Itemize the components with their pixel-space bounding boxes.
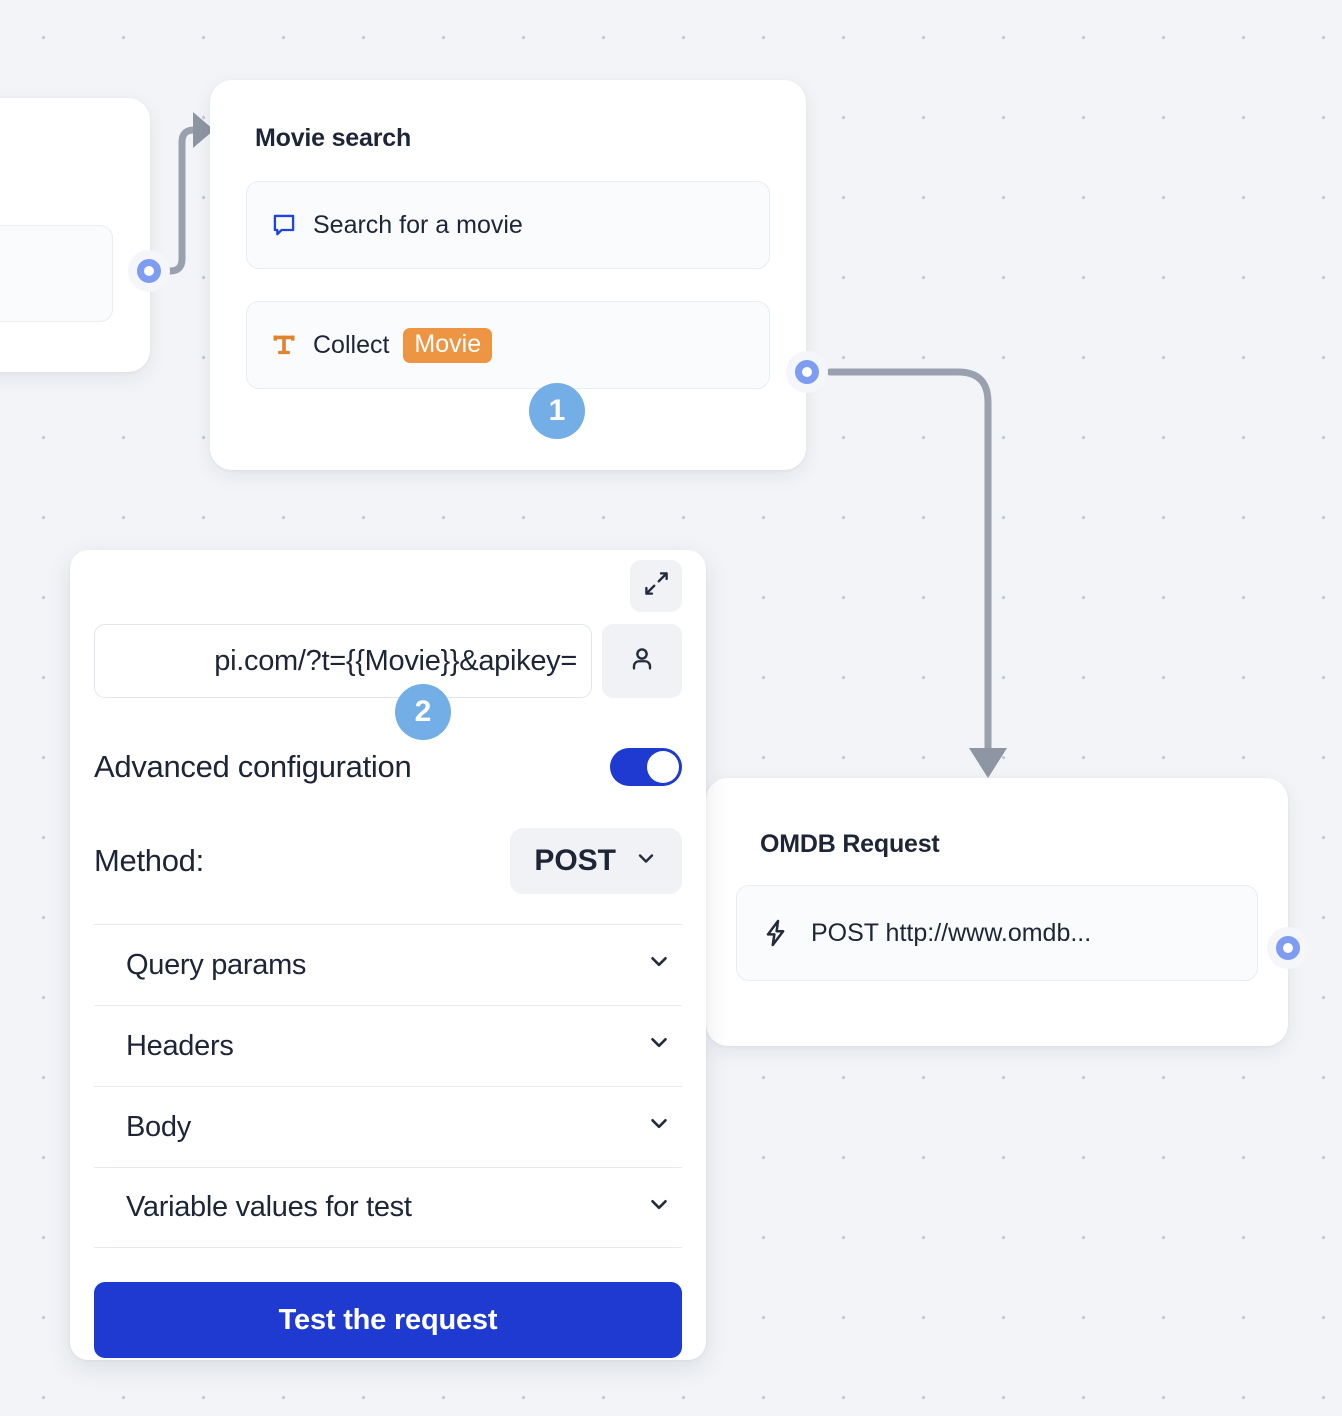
text-field-icon	[269, 330, 299, 360]
method-value: POST	[534, 844, 616, 877]
node-row-label: Collect	[313, 330, 390, 359]
person-icon	[627, 644, 657, 679]
section-label: Variable values for test	[126, 1191, 412, 1223]
node-row-post-request[interactable]: POST http://www.omdb...	[736, 885, 1258, 981]
chevron-down-icon	[634, 844, 658, 878]
edge-movie-to-omdb	[826, 368, 1007, 778]
step-badge-1: 1	[529, 383, 585, 439]
port-movie-search-output[interactable]	[786, 351, 828, 393]
advanced-configuration-toggle[interactable]	[610, 748, 682, 786]
node-row-label: POST http://www.omdb...	[811, 918, 1092, 947]
movie-search-title: Movie search	[255, 124, 412, 152]
chevron-down-icon[interactable]	[646, 1029, 672, 1063]
port-omdb-output[interactable]	[1267, 927, 1309, 969]
omdb-request-title: OMDB Request	[760, 830, 940, 858]
test-the-request-button[interactable]: Test the request	[94, 1282, 682, 1358]
config-sections: Query params Headers Body Variable value…	[94, 924, 682, 1248]
node-row-search-for-a-movie[interactable]: Search for a movie	[246, 181, 770, 269]
port-previous-output[interactable]	[128, 250, 170, 292]
request-url-input[interactable]: pi.com/?t={{Movie}}&apikey=	[94, 624, 592, 698]
expand-panel-button[interactable]	[630, 560, 682, 612]
node-row-label: Search for a movie	[313, 210, 523, 239]
expand-diagonal-icon	[643, 570, 670, 602]
section-variable-values-for-test[interactable]: Variable values for test	[94, 1167, 682, 1248]
section-body[interactable]: Body	[94, 1086, 682, 1167]
chevron-down-icon[interactable]	[646, 1110, 672, 1144]
edge-prev-to-movie	[156, 112, 214, 275]
omdb-request-node[interactable]: OMDB Request POST http://www.omdb...	[706, 778, 1288, 1046]
section-label: Query params	[126, 948, 307, 981]
previous-node-inner-row[interactable]	[0, 225, 113, 322]
speech-bubble-icon	[269, 210, 299, 240]
auth-user-button[interactable]	[602, 624, 682, 698]
method-select[interactable]: POST	[510, 828, 682, 894]
section-query-params[interactable]: Query params	[94, 924, 682, 1005]
request-url-value: pi.com/?t={{Movie}}&apikey=	[214, 644, 577, 677]
step-badge-2: 2	[395, 684, 451, 740]
chevron-down-icon[interactable]	[646, 1191, 672, 1225]
movie-search-node[interactable]: Movie search Search for a movie	[210, 80, 806, 470]
advanced-configuration-label: Advanced configuration	[94, 749, 412, 784]
advanced-configuration-row[interactable]: Advanced configuration	[94, 748, 682, 786]
chevron-down-icon[interactable]	[646, 948, 672, 982]
request-config-panel[interactable]: pi.com/?t={{Movie}}&apikey= Advanced con…	[70, 550, 706, 1360]
node-row-collect-movie[interactable]: Collect Movie	[246, 301, 770, 389]
section-label: Headers	[126, 1029, 234, 1062]
previous-node-card[interactable]	[0, 98, 150, 372]
variable-chip-movie[interactable]: Movie	[403, 327, 493, 363]
url-row[interactable]: pi.com/?t={{Movie}}&apikey=	[94, 624, 682, 698]
section-headers[interactable]: Headers	[94, 1005, 682, 1086]
section-label: Body	[126, 1110, 191, 1143]
method-row: Method: POST	[94, 828, 682, 894]
method-label: Method:	[94, 843, 204, 878]
lightning-bolt-icon	[761, 918, 791, 948]
